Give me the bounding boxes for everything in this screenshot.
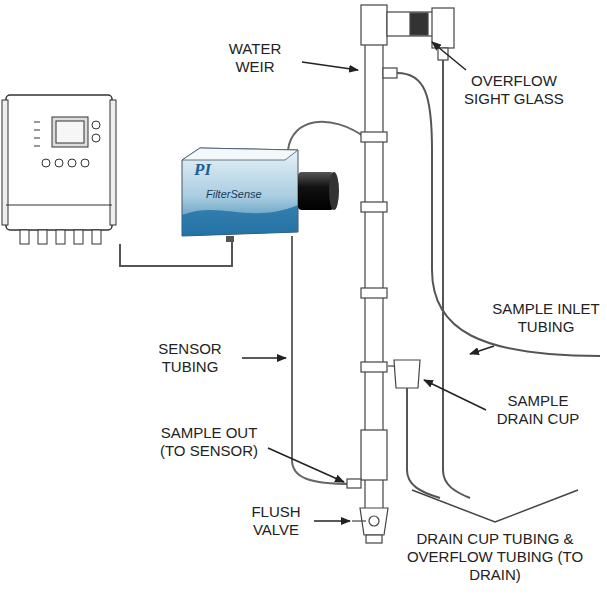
tubing [397,60,600,498]
part-label: SENSOR TUBING [142,340,238,376]
controller [2,95,116,244]
drain-arrow [412,490,578,522]
brand-name: FilterSense [206,188,262,200]
leader-lines [242,42,494,521]
sensor-box: PI FilterSense [184,150,296,232]
part-label: SAMPLE OUT (TO SENSOR) [152,424,266,460]
sample-drain-cup [388,360,420,388]
part-label: SAMPLE DRAIN CUP [486,392,590,428]
sensor-housing [182,148,339,242]
sensor-tubing [288,122,366,484]
water-weir-pipe [347,5,454,543]
part-label: SAMPLE INLET TUBING [490,300,602,336]
part-label: OVERFLOW SIGHT GLASS [464,72,564,108]
part-label: DRAIN CUP TUBING & OVERFLOW TUBING (TO D… [400,530,590,584]
cable [120,240,232,266]
part-label: WATER WEIR [212,40,298,76]
logo-text: PI [194,160,211,180]
part-label: FLUSH VALVE [240,503,312,539]
